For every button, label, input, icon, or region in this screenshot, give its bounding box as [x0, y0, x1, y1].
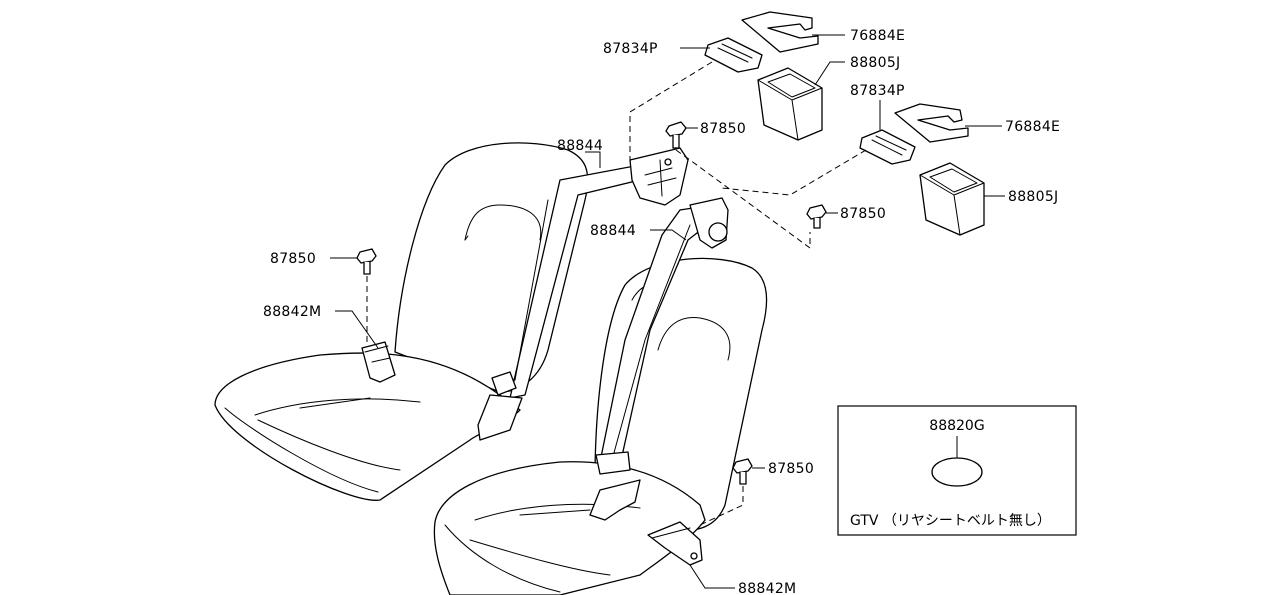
- buckle-right: [647, 521, 703, 566]
- label-76884E-a: 76884E: [850, 28, 905, 44]
- inset-box: 88820G GTV （リヤシートベルト無し）: [837, 405, 1077, 536]
- label-88820G: 88820G: [929, 418, 984, 434]
- label-88844-a: 88844: [557, 138, 603, 154]
- cover-87834P-a: [704, 37, 763, 73]
- bolt-d: [732, 458, 753, 485]
- box-88805J-a: [757, 67, 823, 141]
- cover-87834P-b: [859, 129, 916, 165]
- left-seat-belt: [477, 147, 689, 441]
- label-87850-c: 87850: [270, 251, 316, 267]
- bolt-a: [665, 121, 687, 149]
- label-87850-a: 87850: [700, 121, 746, 137]
- trim-76884E-b: [894, 103, 969, 143]
- bolt-b: [806, 204, 827, 229]
- box-88805J-b: [919, 162, 985, 236]
- emblem-88820G: [931, 457, 983, 487]
- inset-caption: GTV （リヤシートベルト無し）: [850, 513, 1051, 529]
- trim-76884E-a: [741, 11, 819, 53]
- right-seat-belt: [589, 197, 729, 521]
- leader-lines: [330, 34, 1005, 589]
- label-88844-b: 88844: [590, 223, 636, 239]
- label-76884E-b: 76884E: [1005, 119, 1060, 135]
- buckle-left: [361, 341, 396, 383]
- label-87850-d: 87850: [768, 461, 814, 477]
- assembly-lines: [366, 61, 867, 526]
- label-88842M-b: 88842M: [738, 581, 796, 595]
- label-87834P-a: 87834P: [603, 41, 658, 57]
- label-87834P-b: 87834P: [850, 83, 905, 99]
- label-88842M-a: 88842M: [263, 304, 321, 320]
- label-88805J-a: 88805J: [850, 55, 900, 71]
- bolt-c: [356, 248, 377, 275]
- label-87850-b: 87850: [840, 206, 886, 222]
- label-88805J-b: 88805J: [1008, 189, 1058, 205]
